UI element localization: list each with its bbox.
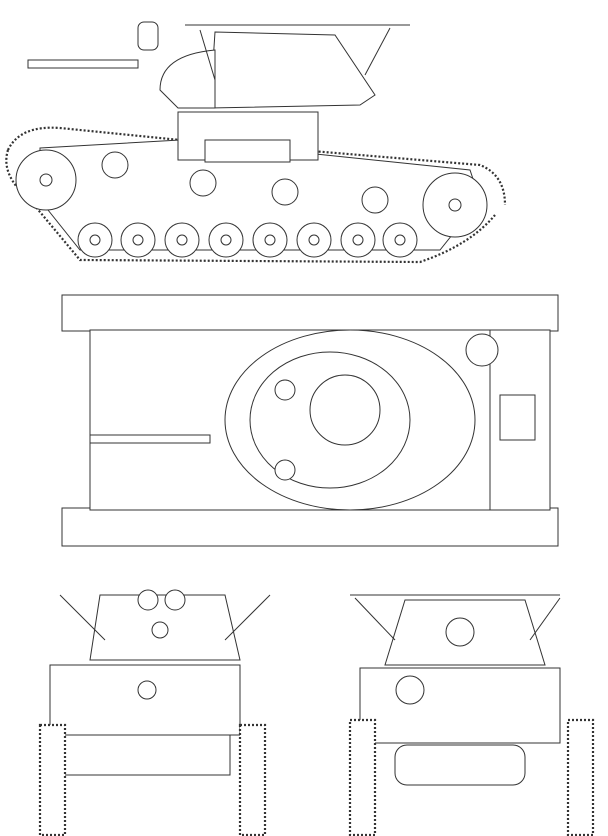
return-roller bbox=[189, 169, 217, 197]
antenna-strut bbox=[364, 27, 391, 76]
antenna-strut bbox=[59, 594, 106, 641]
lower-plate bbox=[59, 734, 231, 776]
searchlight bbox=[164, 589, 186, 611]
fan bbox=[395, 675, 425, 705]
side-view bbox=[5, 21, 507, 264]
idler-wheel-hub bbox=[448, 198, 462, 212]
return-roller bbox=[101, 151, 129, 179]
antenna-strut bbox=[224, 594, 271, 641]
gun-muzzle bbox=[151, 621, 169, 639]
road-wheel-hub bbox=[308, 234, 320, 246]
gun-barrel bbox=[27, 59, 139, 69]
periscope bbox=[274, 459, 296, 481]
return-rollers bbox=[101, 151, 389, 214]
fan-grille bbox=[465, 333, 499, 367]
road-wheels bbox=[77, 222, 418, 258]
road-wheel-hub bbox=[132, 234, 144, 246]
road-wheel-hub bbox=[394, 234, 406, 246]
antenna-strut bbox=[529, 597, 561, 641]
front-view bbox=[38, 589, 271, 836]
left-track-rear bbox=[348, 718, 377, 836]
road-wheel-hub bbox=[352, 234, 364, 246]
return-roller bbox=[361, 186, 389, 214]
gun-barrel-top bbox=[89, 434, 211, 444]
right-track-rear bbox=[566, 718, 595, 836]
hull-rear bbox=[359, 667, 561, 744]
gun-mantlet bbox=[159, 49, 216, 109]
road-wheel-hub bbox=[264, 234, 276, 246]
hull-front bbox=[49, 664, 241, 736]
drive-sprocket-hub bbox=[39, 173, 53, 187]
hatch bbox=[309, 374, 381, 446]
road-wheel-hub bbox=[176, 234, 188, 246]
searchlight bbox=[137, 21, 159, 51]
right-track-top bbox=[61, 507, 559, 547]
turret-hatch bbox=[445, 617, 475, 647]
road-wheel-hub bbox=[220, 234, 232, 246]
left-track-top bbox=[61, 294, 559, 332]
top-view bbox=[61, 294, 559, 547]
periscope bbox=[274, 379, 296, 401]
left-track-front bbox=[38, 723, 67, 836]
road-wheel-hub bbox=[89, 234, 101, 246]
return-roller bbox=[271, 178, 299, 206]
radiator bbox=[499, 394, 536, 441]
hull-box bbox=[204, 139, 291, 163]
turret bbox=[209, 31, 376, 109]
rear-view bbox=[348, 594, 595, 836]
searchlight bbox=[137, 589, 159, 611]
antenna-strut bbox=[199, 29, 216, 81]
antenna-strut bbox=[354, 597, 396, 641]
hatch bbox=[137, 680, 157, 700]
right-track-front bbox=[238, 723, 267, 836]
muffler bbox=[394, 744, 526, 786]
